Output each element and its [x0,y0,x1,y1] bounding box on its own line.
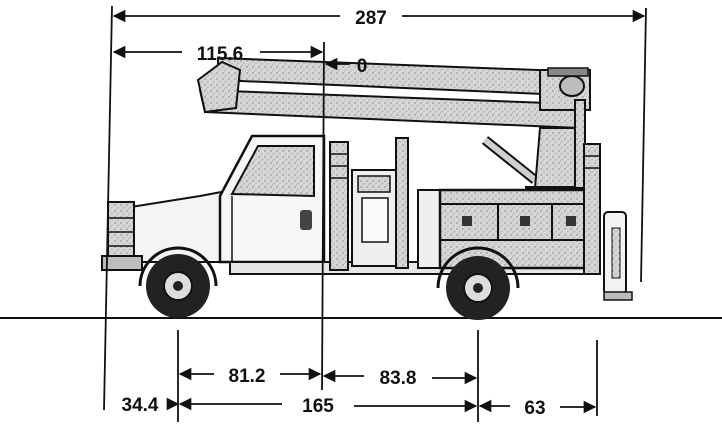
dimension-lines [103,5,647,422]
dim-front-axle-to-pivot: 81.2 [229,366,266,387]
rear-wheel [436,246,520,320]
dim-wheelbase: 165 [302,396,334,417]
dim-boom-overhang: 115.6 [197,44,244,65]
dim-rear-overhang: 63 [524,398,545,419]
front-wheel [138,246,218,318]
dim-pivot-to-rear-axle: 83.8 [380,368,417,389]
dim-front-overhang: 34.4 [122,395,159,416]
utility-body [229,137,633,301]
dim-boom-pivot: 0 [357,56,368,77]
dim-overall-length: 287 [355,8,387,29]
aerial-boom [196,56,591,190]
truck-cab [101,134,326,275]
